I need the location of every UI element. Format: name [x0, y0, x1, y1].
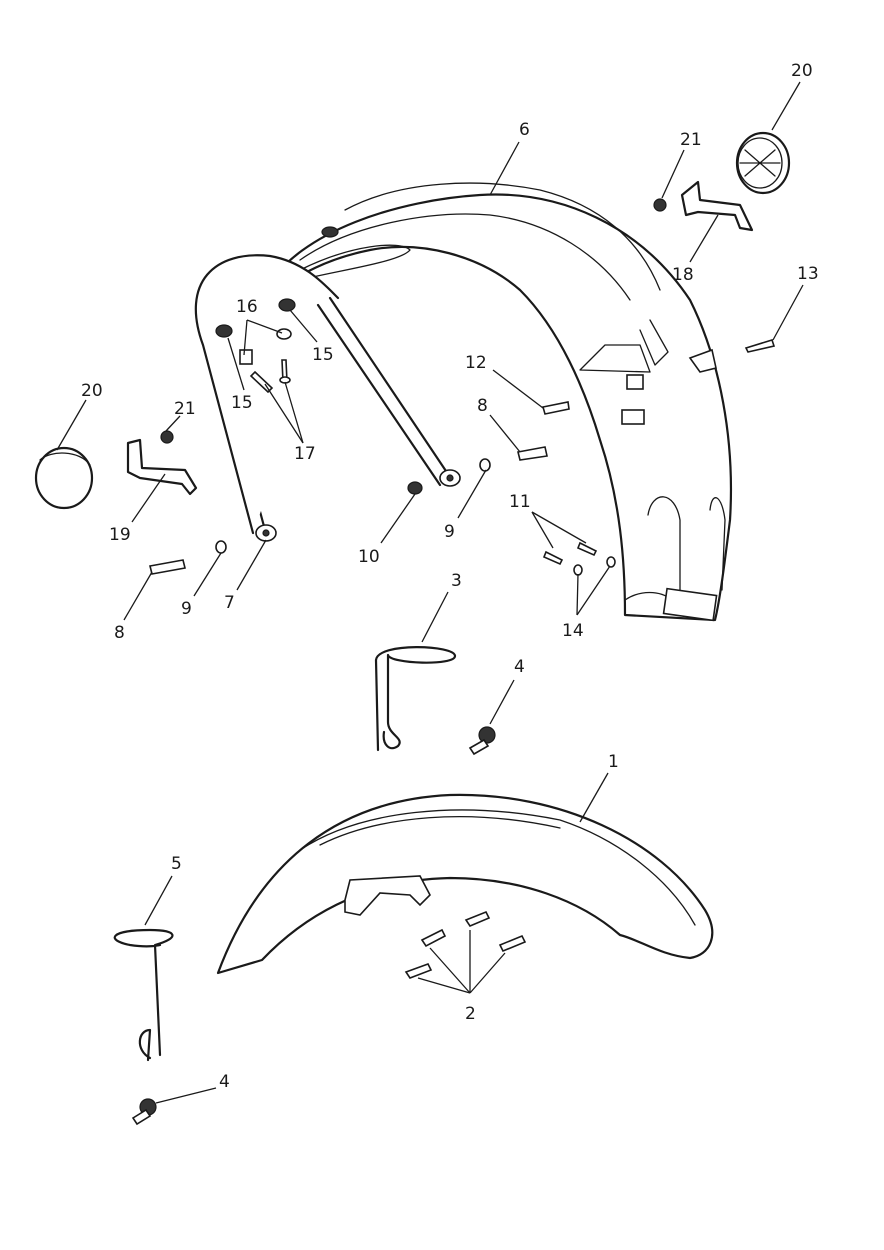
- callout-20: 20: [791, 61, 813, 81]
- rear-mudguard: [263, 182, 733, 622]
- callout-14: 14: [562, 621, 584, 641]
- callout-8: 8: [477, 396, 488, 416]
- callout-20: 20: [81, 381, 103, 401]
- callout-1: 1: [608, 752, 619, 772]
- callout-17: 17: [294, 444, 316, 464]
- wire-clip-5: [113, 928, 174, 1062]
- nut-icon: [215, 324, 233, 338]
- callout-5: 5: [171, 854, 182, 874]
- wire-clip-3: [374, 646, 457, 752]
- callout-13: 13: [797, 264, 819, 284]
- reflector-left: [34, 446, 94, 510]
- callout-15: 15: [312, 345, 334, 365]
- callout-8: 8: [114, 623, 125, 643]
- front-mudguard: [216, 793, 714, 975]
- callout-4: 4: [219, 1072, 230, 1092]
- callout-10: 10: [358, 547, 380, 567]
- reflector-right: [735, 131, 791, 195]
- callout-19: 19: [109, 525, 131, 545]
- callout-21: 21: [680, 130, 702, 150]
- callout-12: 12: [465, 353, 487, 373]
- bracket-18: [680, 180, 754, 232]
- bracket-19: [126, 438, 198, 496]
- callout-11: 11: [509, 492, 531, 512]
- leader-lines: [56, 81, 804, 1104]
- callout-9: 9: [444, 522, 455, 542]
- callout-3: 3: [451, 571, 462, 591]
- callout-18: 18: [672, 265, 694, 285]
- hardware-rear: [149, 198, 776, 576]
- callout-16: 16: [236, 297, 258, 317]
- callout-4: 4: [514, 657, 525, 677]
- callout-labels: 1 2 3 4 4 5 6 7 8 8 9 9 10 11 12 13 14 1…: [81, 61, 819, 1092]
- callout-9: 9: [181, 599, 192, 619]
- callout-6: 6: [519, 120, 530, 140]
- callout-2: 2: [465, 1004, 476, 1024]
- screws-4: [131, 726, 496, 1126]
- callout-7: 7: [224, 593, 235, 613]
- callout-15: 15: [231, 393, 253, 413]
- callout-21: 21: [174, 399, 196, 419]
- screws-2: [404, 910, 527, 979]
